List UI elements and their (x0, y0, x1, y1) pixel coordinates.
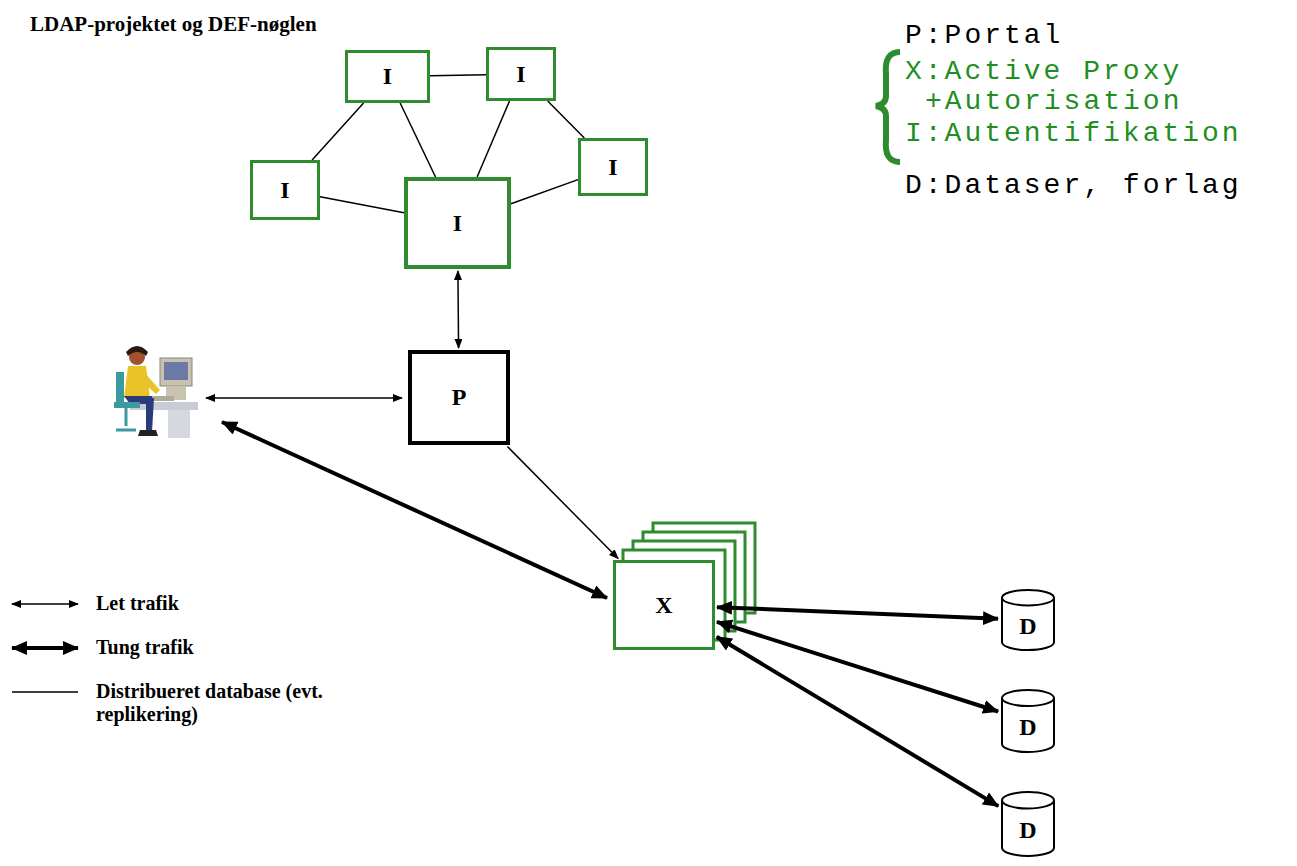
database-cylinder: D (1000, 790, 1056, 858)
proxy-box: X (613, 560, 715, 650)
legend-text: Distribueret database (evt. replikering) (96, 680, 336, 726)
auth-box: I (250, 160, 320, 220)
database-cylinder: D (1000, 688, 1056, 754)
auth-box: I (486, 47, 556, 101)
key-entry: +Autorisation (925, 88, 1182, 116)
heavy-traffic-arrow (717, 637, 999, 806)
auth-box: I (578, 138, 648, 196)
node-letter: X (655, 592, 672, 619)
legend-db-sample (12, 691, 78, 693)
light-traffic-arrow (206, 397, 402, 399)
database-cylinder: D (1000, 588, 1056, 652)
node-letter: I (383, 63, 392, 90)
portal-box: P (408, 350, 510, 445)
auth-box: I (345, 50, 430, 103)
legend-text: Tung trafik (96, 636, 336, 659)
heavy-traffic-arrow (717, 622, 998, 712)
node-letter: D (1019, 702, 1036, 741)
key-bracket (876, 52, 900, 162)
node-letter: D (1019, 601, 1036, 640)
database-link (430, 75, 486, 76)
node-letter: I (453, 210, 462, 237)
node-letter: D (1019, 805, 1036, 844)
database-link (477, 101, 509, 177)
node-letter: I (608, 154, 617, 181)
key-entry: I:Autentifikation (905, 120, 1242, 148)
key-entry: D:Dataser, forlag (905, 172, 1242, 200)
legend-light-sample (12, 603, 78, 605)
node-letter: I (516, 61, 525, 88)
heavy-traffic-arrow (222, 422, 607, 598)
database-link (548, 101, 585, 138)
auth-box: I (404, 177, 511, 269)
user-figure (114, 346, 198, 438)
node-letter: P (452, 384, 467, 411)
database-link (312, 103, 363, 160)
database-link (320, 197, 404, 213)
node-letter: I (280, 177, 289, 204)
light-traffic-arrow (457, 271, 459, 348)
diagram-title: LDAP-projektet og DEF-nøglen (30, 12, 317, 37)
legend-text: Let trafik (96, 592, 336, 615)
legend-heavy-sample (12, 646, 78, 650)
light-traffic-arrow (507, 446, 618, 558)
database-link (511, 180, 578, 204)
key-entry: P:Portal (905, 22, 1063, 50)
key-entry: X:Active Proxy (905, 58, 1182, 86)
database-link (400, 103, 435, 177)
heavy-traffic-arrow (717, 607, 998, 619)
